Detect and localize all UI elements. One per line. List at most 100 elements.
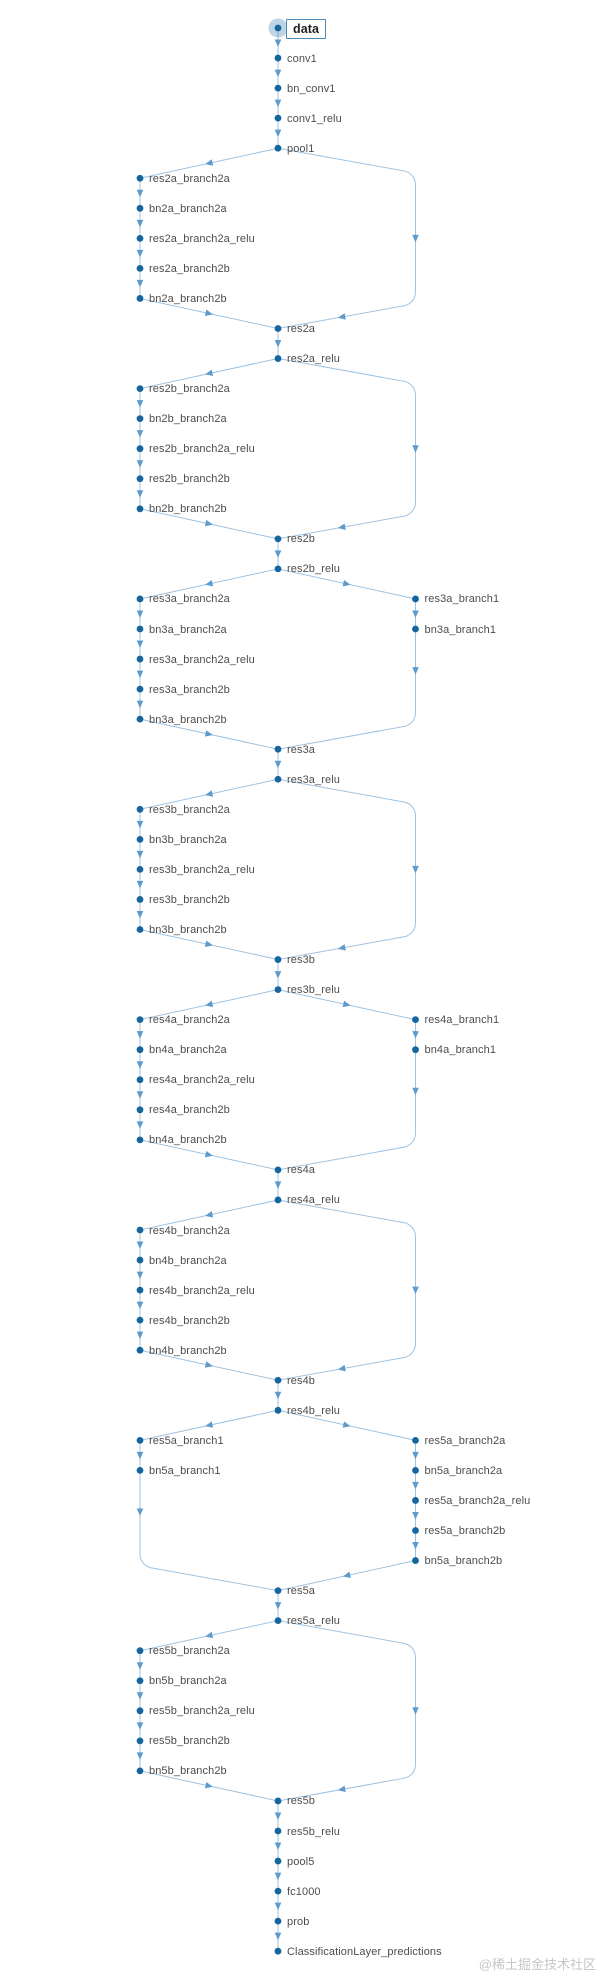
node-label-res4a[interactable]: res4a <box>287 1164 316 1177</box>
node-label-res5b_branch2b[interactable]: res5b_branch2b <box>149 1735 230 1748</box>
node-dot-bn3a_branch2a[interactable] <box>136 625 144 633</box>
node-label-bn2b_branch2a[interactable]: bn2b_branch2a <box>149 413 227 426</box>
node-dot-bn2a_branch2b[interactable] <box>136 295 144 302</box>
node-dot-bn3a_branch2b[interactable] <box>136 715 144 723</box>
node-dot-res4a_branch2a[interactable] <box>136 1016 144 1024</box>
node-dot-res4a_relu[interactable] <box>274 1196 282 1204</box>
node-dot-res2a[interactable] <box>274 325 282 332</box>
node-dot-res2a_branch2b[interactable] <box>136 265 144 272</box>
node-label-res5b[interactable]: res5b <box>287 1795 316 1808</box>
node-label-res2a_branch2b[interactable]: res2a_branch2b <box>149 262 230 275</box>
node-dot-res4b_branch2b[interactable] <box>136 1316 144 1324</box>
node-dot-res5a[interactable] <box>274 1587 282 1594</box>
node-label-res2b_branch2a_relu[interactable]: res2b_branch2a_relu <box>149 443 255 456</box>
node-dot-bn4b_branch2a[interactable] <box>136 1256 144 1264</box>
node-dot-res4b_branch2a_relu[interactable] <box>136 1286 144 1294</box>
node-dot-res4a_branch1[interactable] <box>412 1016 419 1024</box>
node-label-bn_conv1[interactable]: bn_conv1 <box>287 82 336 95</box>
node-label-res5a_relu[interactable]: res5a_relu <box>287 1615 340 1628</box>
node-dot-res5a_branch2a[interactable] <box>412 1436 419 1444</box>
node-label-res2a_relu[interactable]: res2a_relu <box>287 353 340 366</box>
node-dot-bn2b_branch2b[interactable] <box>136 505 144 513</box>
node-dot-bn5b_branch2a[interactable] <box>136 1677 144 1685</box>
node-label-bn3a_branch1[interactable]: bn3a_branch1 <box>424 623 497 636</box>
node-label-res5b_branch2a[interactable]: res5b_branch2a <box>149 1645 230 1658</box>
node-label-res3b[interactable]: res3b <box>287 954 316 967</box>
node-label-res2b_branch2a[interactable]: res2b_branch2a <box>149 383 230 396</box>
node-dot-res2b_branch2a_relu[interactable] <box>136 445 144 453</box>
node-dot-res3a_branch1[interactable] <box>412 595 419 603</box>
node-dot-pool5[interactable] <box>274 1857 282 1865</box>
node-dot-res2a_relu[interactable] <box>274 355 282 362</box>
node-label-prob[interactable]: prob <box>287 1915 310 1928</box>
node-label-res5b_branch2a_relu[interactable]: res5b_branch2a_relu <box>149 1705 255 1718</box>
node-dot-bn4a_branch1[interactable] <box>412 1046 419 1054</box>
node-label-bn5a_branch2b[interactable]: bn5a_branch2b <box>424 1555 503 1568</box>
node-label-res5b_relu[interactable]: res5b_relu <box>287 1825 340 1838</box>
node-label-bn4b_branch2a[interactable]: bn4b_branch2a <box>149 1254 227 1267</box>
node-dot-res5a_branch1[interactable] <box>136 1436 144 1444</box>
node-label-pool5[interactable]: pool5 <box>287 1855 315 1868</box>
node-dot-bn5a_branch1[interactable] <box>136 1467 144 1474</box>
node-dot-res3b_branch2a[interactable] <box>136 805 144 813</box>
node-dot-res3b_relu[interactable] <box>274 986 282 993</box>
node-label-res3a_relu[interactable]: res3a_relu <box>287 773 340 786</box>
node-dot-res2a_branch2a[interactable] <box>136 174 144 182</box>
node-label-bn4a_branch1[interactable]: bn4a_branch1 <box>424 1044 497 1057</box>
node-dot-bn_conv1[interactable] <box>274 84 282 92</box>
node-label-conv1[interactable]: conv1 <box>287 52 317 65</box>
node-label-res2b_relu[interactable]: res2b_relu <box>287 563 340 576</box>
node-label-res4b_branch2a_relu[interactable]: res4b_branch2a_relu <box>149 1284 255 1297</box>
node-dot-res3b[interactable] <box>274 956 282 963</box>
node-label-bn2a_branch2b[interactable]: bn2a_branch2b <box>149 292 227 305</box>
node-label-bn4a_branch2b[interactable]: bn4a_branch2b <box>149 1134 227 1147</box>
node-dot-res4a_branch2a_relu[interactable] <box>136 1076 144 1084</box>
node-dot-res5a_branch2a_relu[interactable] <box>412 1497 419 1504</box>
node-label-data[interactable]: data <box>286 18 327 39</box>
node-dot-conv1[interactable] <box>274 54 282 62</box>
node-dot-res3b_branch2b[interactable] <box>136 896 144 903</box>
node-label-res2a_branch2a[interactable]: res2a_branch2a <box>149 172 230 185</box>
node-dot-res3a_branch2b[interactable] <box>136 685 144 693</box>
node-dot-bn2a_branch2a[interactable] <box>136 204 144 212</box>
node-label-bn5b_branch2b[interactable]: bn5b_branch2b <box>149 1765 227 1778</box>
node-label-res5a[interactable]: res5a <box>287 1585 316 1598</box>
node-dot-res3a_relu[interactable] <box>274 775 282 783</box>
node-label-bn3a_branch2a[interactable]: bn3a_branch2a <box>149 623 227 636</box>
node-dot-prob[interactable] <box>274 1917 282 1925</box>
node-dot-res4b[interactable] <box>274 1376 282 1384</box>
node-dot-bn3a_branch1[interactable] <box>412 625 419 633</box>
node-dot-res4a_branch2b[interactable] <box>136 1106 144 1114</box>
node-dot-ClassificationLayer_predictions[interactable] <box>274 1947 282 1955</box>
node-dot-data[interactable] <box>274 24 282 32</box>
node-dot-res5a_relu[interactable] <box>274 1617 282 1625</box>
node-label-res2b_branch2b[interactable]: res2b_branch2b <box>149 473 230 486</box>
node-label-res5a_branch2b[interactable]: res5a_branch2b <box>424 1525 506 1537</box>
node-label-ClassificationLayer_predictions[interactable]: ClassificationLayer_predictions <box>287 1945 442 1958</box>
node-label-bn2a_branch2a[interactable]: bn2a_branch2a <box>149 202 227 215</box>
node-label-fc1000[interactable]: fc1000 <box>287 1885 321 1898</box>
node-label-res5a_branch2a[interactable]: res5a_branch2a <box>424 1434 506 1447</box>
node-dot-res2b_branch2a[interactable] <box>136 385 144 392</box>
node-dot-bn4a_branch2b[interactable] <box>136 1136 144 1144</box>
node-label-res3a_branch2b[interactable]: res3a_branch2b <box>149 683 230 696</box>
node-label-res4b_relu[interactable]: res4b_relu <box>287 1404 340 1417</box>
node-dot-res4b_branch2a[interactable] <box>136 1226 144 1234</box>
node-label-res5a_branch2a_relu[interactable]: res5a_branch2a_relu <box>424 1494 531 1507</box>
node-dot-res5b_branch2b[interactable] <box>136 1737 144 1745</box>
node-label-res4a_branch1[interactable]: res4a_branch1 <box>424 1014 500 1027</box>
node-dot-res5b_branch2a_relu[interactable] <box>136 1707 144 1715</box>
node-dot-pool1[interactable] <box>274 144 282 152</box>
node-label-res5a_branch1[interactable]: res5a_branch1 <box>149 1434 224 1447</box>
node-dot-res2b_branch2b[interactable] <box>136 475 144 483</box>
node-label-res2a[interactable]: res2a <box>287 323 316 335</box>
node-dot-res2a_branch2a_relu[interactable] <box>136 234 144 242</box>
node-dot-bn4b_branch2b[interactable] <box>136 1346 144 1354</box>
node-dot-conv1_relu[interactable] <box>274 114 282 122</box>
node-dot-res4a[interactable] <box>274 1166 282 1174</box>
node-dot-bn5b_branch2b[interactable] <box>136 1767 144 1775</box>
node-label-bn5a_branch2a[interactable]: bn5a_branch2a <box>424 1464 503 1477</box>
node-label-res4a_relu[interactable]: res4a_relu <box>287 1194 340 1207</box>
node-label-bn4b_branch2b[interactable]: bn4b_branch2b <box>149 1344 227 1357</box>
node-dot-res4b_relu[interactable] <box>274 1406 282 1414</box>
